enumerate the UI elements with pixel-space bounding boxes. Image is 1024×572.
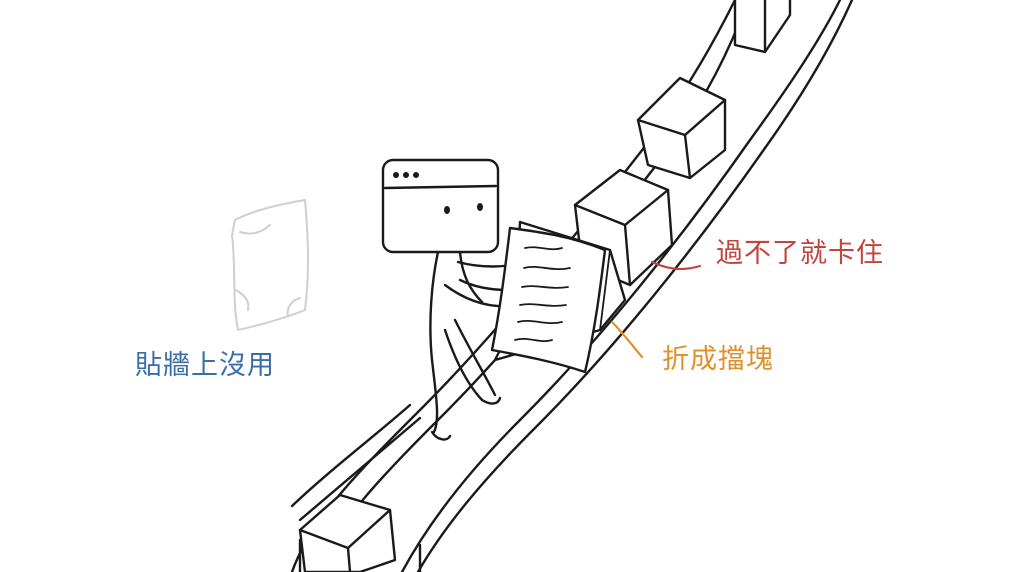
callout-line-stuck xyxy=(650,260,702,271)
callout-line-fold xyxy=(610,320,644,359)
box-bottom xyxy=(298,493,397,572)
box-top xyxy=(733,0,792,54)
annotation-stuck-label: 過不了就卡住 xyxy=(716,238,884,269)
annotation-wall-label: 貼牆上沒用 xyxy=(135,350,275,381)
annotation-fold-label: 折成擋塊 xyxy=(662,344,774,375)
box-upper xyxy=(636,76,727,180)
crumpled-paper-icon xyxy=(231,199,310,331)
document-icon xyxy=(490,226,607,374)
